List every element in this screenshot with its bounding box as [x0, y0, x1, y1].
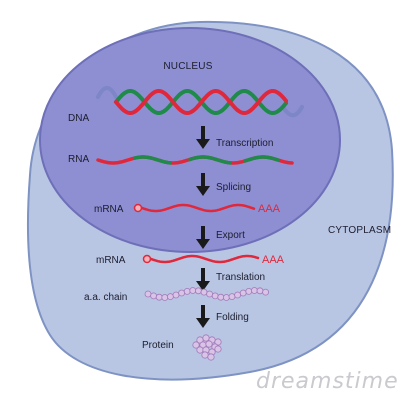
amino-acid-bead	[211, 292, 219, 300]
amino-acid-bead	[194, 287, 202, 295]
amino-acid-bead	[166, 293, 174, 301]
step-splicing-label: Splicing	[216, 182, 251, 193]
rna-label: RNA	[68, 154, 89, 165]
mrna-cytoplasm-label: mRNA	[96, 255, 126, 266]
nucleus-label: NUCLEUS	[163, 61, 212, 72]
protein-bead	[214, 345, 222, 353]
amino-acid-bead	[250, 287, 258, 294]
amino-acid-bead	[178, 289, 186, 297]
dna-helix	[96, 86, 304, 118]
amino-acid-bead	[217, 293, 225, 301]
poly-a-tail-cytoplasm: AAA	[262, 254, 285, 266]
amino-acid-bead	[222, 294, 230, 301]
protein-label: Protein	[142, 340, 174, 351]
poly-a-tail-nucleus: AAA	[258, 203, 281, 215]
aa-chain-label: a.a. chain	[84, 292, 127, 303]
mrna-cytoplasm-strand	[142, 254, 260, 264]
amino-acid-bead	[161, 294, 169, 301]
amino-acid-bead	[172, 291, 180, 299]
amino-acid-bead	[262, 288, 270, 296]
arrow-export	[196, 226, 210, 249]
arrow-folding	[196, 305, 210, 328]
amino-acid-bead	[183, 287, 191, 295]
arrow-splicing	[196, 173, 210, 196]
watermark: dreamstime.com	[256, 369, 400, 394]
folded-protein	[192, 334, 222, 361]
step-export-label: Export	[216, 230, 245, 241]
mrna-nucleus-strand	[133, 203, 256, 213]
amino-acid-bead	[206, 290, 214, 298]
amino-acid-bead	[150, 292, 158, 300]
protein-bead	[205, 340, 213, 348]
dna-label: DNA	[68, 113, 89, 124]
amino-acid-bead	[144, 290, 152, 298]
mrna-nucleus-label: mRNA	[94, 204, 124, 215]
amino-acid-bead	[200, 288, 208, 296]
protein-bead	[201, 351, 209, 359]
step-transcription-label: Transcription	[216, 138, 273, 149]
step-translation-label: Translation	[216, 272, 265, 283]
amino-acid-bead	[239, 289, 247, 297]
arrow-transcription	[196, 126, 210, 149]
step-folding-label: Folding	[216, 312, 249, 323]
protein-bead	[207, 353, 215, 361]
amino-acid-bead	[189, 287, 197, 294]
amino-acid-bead	[155, 293, 163, 301]
amino-acid-bead	[228, 293, 236, 301]
cytoplasm-label: CYTOPLASM	[328, 225, 391, 236]
amino-acid-chain	[144, 287, 270, 301]
protein-bead	[202, 334, 210, 342]
amino-acid-bead	[256, 287, 264, 295]
rna-strand	[96, 155, 294, 165]
amino-acid-bead	[245, 287, 253, 295]
arrow-translation	[196, 268, 210, 291]
protein-bead	[192, 341, 200, 349]
amino-acid-bead	[234, 291, 242, 299]
dna-strand-red	[114, 89, 288, 115]
nucleus	[39, 27, 341, 253]
